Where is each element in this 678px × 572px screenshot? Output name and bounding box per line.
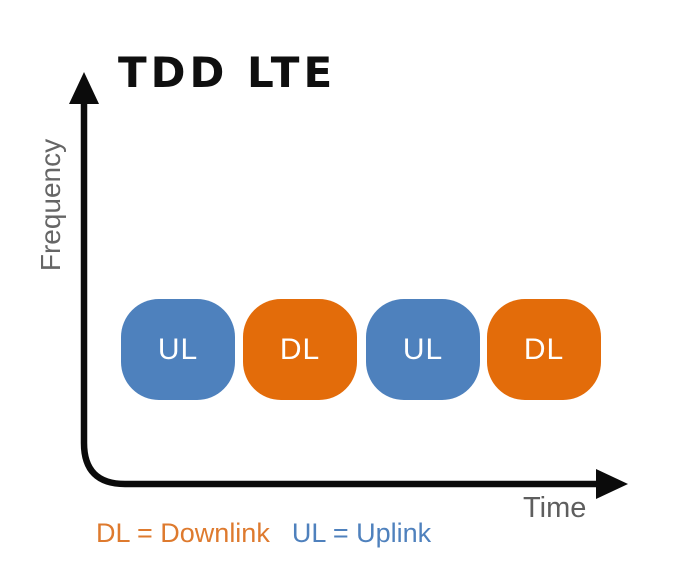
y-axis-label: Frequency [35,138,66,272]
legend-downlink: DL = Downlink [96,518,270,548]
x-axis-arrowhead-icon [596,469,628,499]
block-label: UL [157,332,199,366]
axis-line [80,98,600,488]
y-axis-arrowhead-icon [69,72,99,104]
page-title: TDD LTE [118,48,337,97]
block-uplink-1: UL [121,299,235,400]
block-label: UL [402,332,444,366]
x-axis-label: Time [523,492,587,524]
legend-uplink: UL = Uplink [291,518,432,548]
block-downlink-1: DL [243,299,357,400]
block-label: DL [279,332,321,366]
legend: DL = Downlink UL = Uplink [96,518,431,549]
block-label: DL [523,332,565,366]
block-uplink-2: UL [366,299,480,400]
block-downlink-2: DL [487,299,601,400]
